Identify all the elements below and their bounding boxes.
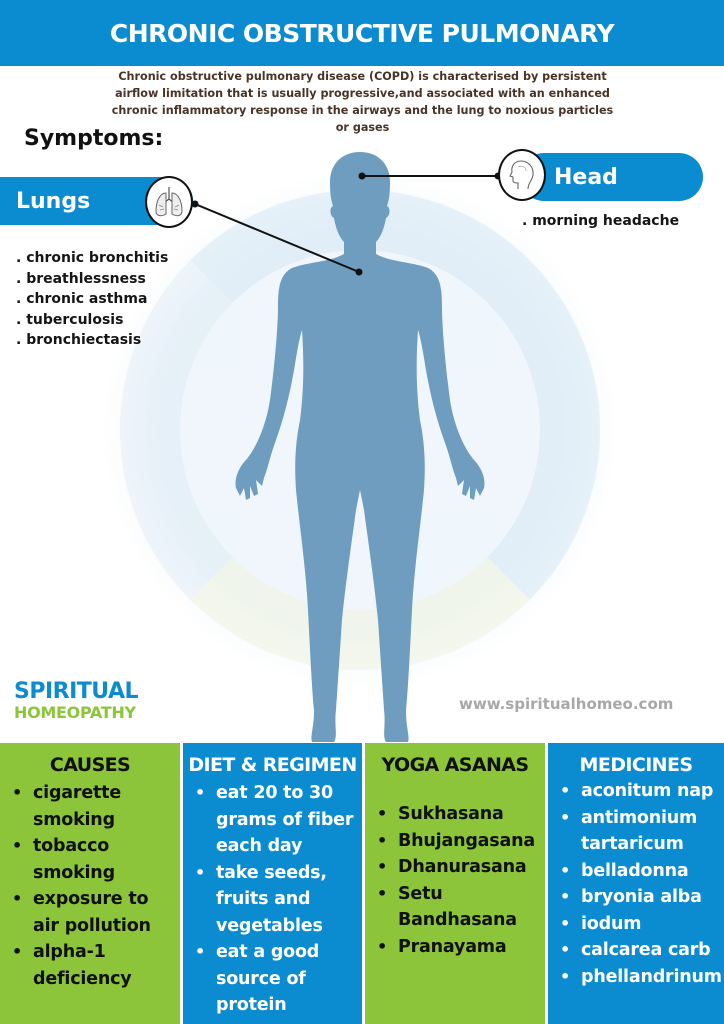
head-symptom-list: . morning headache (522, 211, 679, 232)
list-item: take seeds, fruits and vegetables (183, 860, 362, 940)
list-item: exposure to air pollution (0, 886, 180, 939)
yoga-asanas-heading: YOGA ASANAS (381, 754, 530, 776)
brand-logo: SPIRITUAL HOMEOPATHY (14, 679, 139, 722)
diet-regimen-heading: DIET & REGIMEN (188, 754, 357, 776)
list-item: . chronic bronchitis (16, 250, 169, 266)
list-item: belladonna (548, 858, 724, 885)
list-item: . tuberculosis (16, 311, 124, 328)
causes-list: cigarette smoking tobacco smoking exposu… (0, 780, 180, 992)
list-item: alpha-1 deficiency (0, 939, 180, 992)
list-item: eat a good source of protein (183, 939, 362, 1019)
list-item: . breathlessness (16, 270, 146, 287)
website-link[interactable]: www.spiritualhomeo.com (459, 695, 674, 713)
list-item: eat 20 to 30 grams of fiber each day (183, 780, 362, 860)
list-item: Bhujangasana (365, 828, 545, 855)
head-icon-badge (498, 149, 546, 201)
lungs-label: Lungs (16, 188, 91, 214)
list-item: bryonia alba (548, 884, 724, 911)
head-profile-icon (509, 160, 534, 190)
brand-name-line2: HOMEOPATHY (14, 703, 136, 722)
intro-paragraph: Chronic obstructive pulmonary disease (C… (111, 70, 614, 134)
diet-regimen-column: DIET & REGIMEN eat 20 to 30 grams of fib… (180, 743, 362, 1024)
causes-heading: CAUSES (49, 754, 131, 776)
head-label: Head (554, 164, 618, 190)
yoga-asanas-column: YOGA ASANAS Sukhasana Bhujangasana Dhanu… (362, 743, 545, 1024)
medicines-list: aconitum nap antimonium tartaricum bella… (548, 778, 724, 990)
list-item: tobacco smoking (0, 833, 180, 886)
list-item: calcarea carb (548, 937, 724, 964)
lungs-icon (155, 187, 183, 217)
brand-name-line1: SPIRITUAL (14, 679, 139, 704)
list-item: cigarette smoking (0, 780, 180, 833)
diet-regimen-list: eat 20 to 30 grams of fiber each day tak… (183, 780, 362, 1019)
list-item: antimonium tartaricum (548, 805, 724, 858)
list-item: . chronic asthma (16, 291, 148, 307)
list-item: Sukhasana (365, 801, 545, 828)
causes-column: CAUSES cigarette smoking tobacco smoking… (0, 743, 180, 1024)
head-label-pill: Head (520, 153, 703, 201)
page-header: CHRONIC OBSTRUCTIVE PULMONARY (0, 0, 724, 66)
medicines-column: MEDICINES aconitum nap antimonium tartar… (545, 743, 724, 1024)
lungs-icon-badge (145, 176, 193, 228)
yoga-asanas-list: Sukhasana Bhujangasana Dhanurasana Setu … (365, 801, 545, 960)
list-item: phellandrinum (548, 964, 724, 991)
symptoms-heading: Symptoms: (24, 126, 164, 151)
list-item: iodum (548, 911, 724, 938)
page-title: CHRONIC OBSTRUCTIVE PULMONARY (109, 18, 615, 48)
list-item: Dhanurasana (365, 854, 545, 881)
info-columns: CAUSES cigarette smoking tobacco smoking… (0, 743, 724, 1024)
list-item: . morning headache (522, 213, 680, 229)
medicines-heading: MEDICINES (579, 754, 694, 776)
list-item: aconitum nap (548, 778, 724, 805)
human-body-silhouette (235, 152, 485, 742)
list-item: . bronchiectasis (16, 332, 142, 348)
lungs-symptom-list: . chronic bronchitis . breathlessness . … (16, 248, 168, 351)
list-item: Pranayama (365, 934, 545, 961)
list-item: Setu Bandhasana (365, 881, 545, 934)
